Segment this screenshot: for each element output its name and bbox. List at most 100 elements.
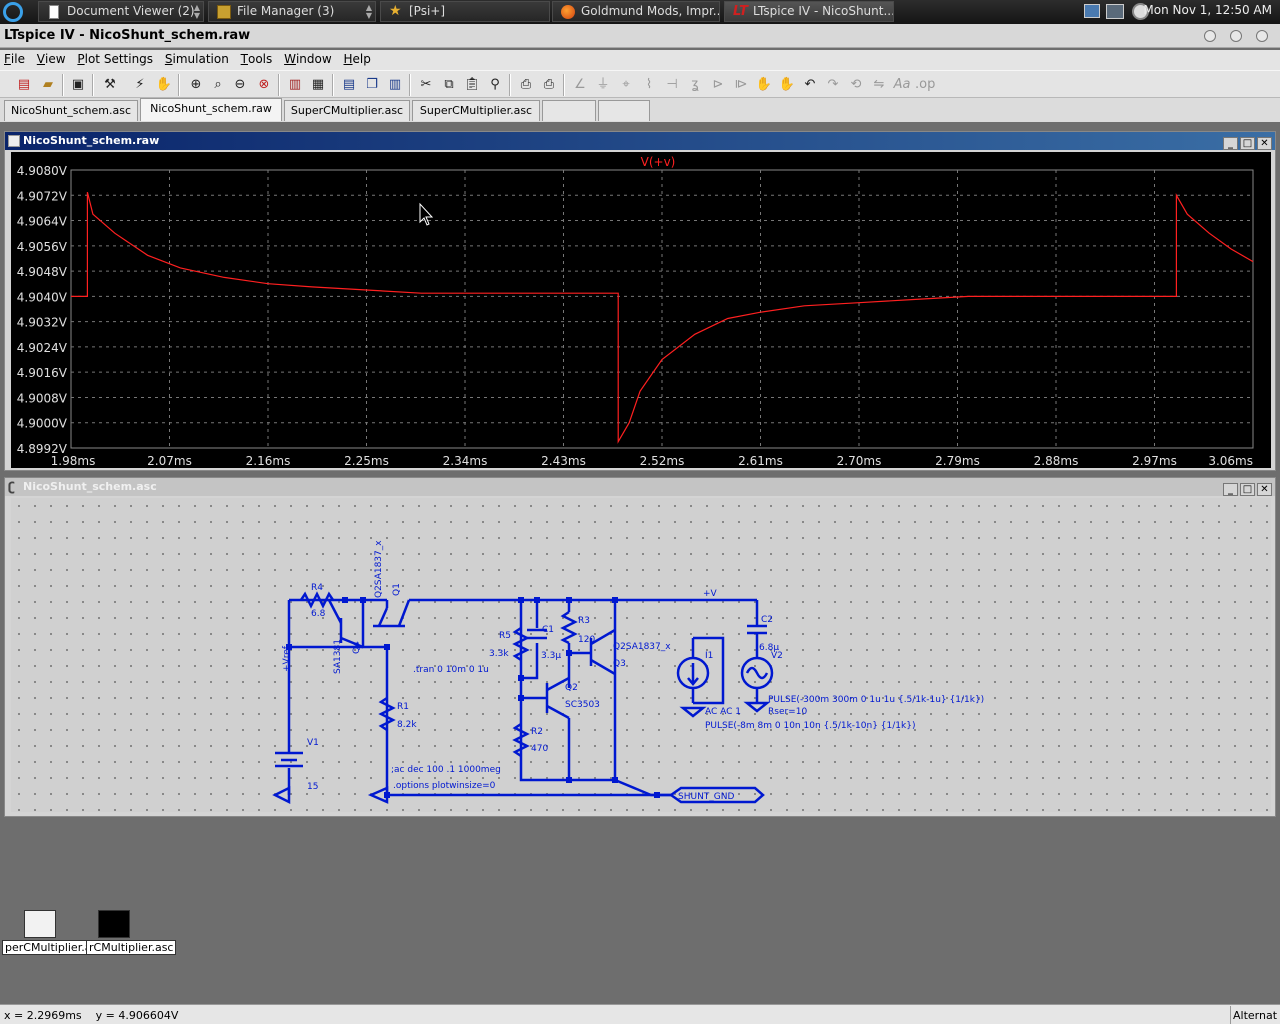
rotate-icon[interactable]: ⟲	[850, 77, 862, 92]
clock-icon[interactable]	[1132, 3, 1149, 20]
tile-horizontal-icon[interactable]: ▤	[342, 77, 356, 92]
component-icon[interactable]: ⧐	[734, 77, 748, 92]
paste-icon[interactable]: 📋︎	[463, 77, 481, 92]
pan-icon[interactable]: ⌕	[214, 77, 222, 92]
waveform-window-titlebar[interactable]: NicoShunt_schem.raw _□✕	[5, 132, 1275, 150]
directive-options[interactable]: .options plotwinsize=0	[393, 781, 496, 791]
tab-empty-2[interactable]	[598, 100, 650, 121]
directive-tran[interactable]: .tran 0 10m 0 1u	[413, 665, 489, 675]
firefox-icon	[561, 5, 575, 19]
label-r2: R2	[531, 727, 543, 737]
label-r4-value: 6.8	[311, 609, 326, 619]
spice-directive-icon[interactable]: .op	[915, 77, 936, 92]
taskbar-psi[interactable]: ★ [Psi+]	[380, 1, 550, 22]
taskbar-ltspice[interactable]: LT LTspice IV - NicoShunt...	[724, 1, 894, 22]
x-tick-label: 2.25ms	[344, 454, 389, 468]
y-tick-label: 4.9024V	[17, 341, 68, 355]
clock[interactable]: Mon Nov 1, 12:50 AM	[1143, 3, 1272, 17]
screen-icon[interactable]	[1084, 4, 1100, 18]
maximize-app-button[interactable]	[1230, 30, 1242, 42]
schematic-canvas[interactable]: R4 6.8 Q2SA1837_x Q1 +Vref SA1381 Q4 R1 …	[11, 498, 1271, 812]
spinner-icon: ▲▼	[365, 3, 372, 20]
ground-icon[interactable]: ⏚	[596, 77, 610, 92]
find-icon[interactable]: ⚲	[490, 77, 500, 92]
save-icon[interactable]: ▣	[71, 77, 85, 92]
redo-icon[interactable]: ↷	[827, 77, 839, 92]
mirror-icon[interactable]: ⇋	[873, 77, 885, 92]
taskbar-firefox[interactable]: Goldmund Mods, Impr...	[552, 1, 720, 22]
window-minimize-button[interactable]: _	[1223, 483, 1238, 496]
network-icon[interactable]	[1106, 4, 1124, 19]
move-icon[interactable]: ✋	[755, 77, 773, 92]
window-close-button[interactable]: ✕	[1257, 483, 1272, 496]
schematic-window-titlebar[interactable]: ʗ NicoShunt_schem.asc _□✕	[5, 478, 1275, 496]
undo-icon[interactable]: ↶	[804, 77, 816, 92]
run-icon[interactable]: ⚡	[135, 77, 145, 92]
capacitor-icon[interactable]: ⊣	[666, 77, 678, 92]
tab-nicoshunt-raw[interactable]: NicoShunt_schem.raw	[140, 98, 282, 121]
taskbar-document-viewer[interactable]: Document Viewer (2) ▲▼	[38, 1, 204, 22]
label-r1: R1	[397, 702, 409, 712]
open-icon[interactable]: ▰	[43, 77, 53, 92]
wire-icon[interactable]: ∠	[574, 77, 586, 92]
cut-icon[interactable]: ✂	[420, 77, 432, 92]
menu-file[interactable]: File	[4, 52, 25, 66]
menu-tools[interactable]: Tools	[240, 52, 273, 66]
drag-icon[interactable]: ✋	[778, 77, 796, 92]
menu-plot-settings[interactable]: Plot Settings	[77, 52, 154, 66]
y-tick-label: 4.9064V	[17, 215, 68, 229]
zoom-fit-icon[interactable]: ⊗	[258, 77, 270, 92]
label-r4: R4	[311, 583, 323, 593]
menu-help[interactable]: Help	[343, 52, 371, 66]
print-setup-icon[interactable]: ⎙	[520, 77, 532, 92]
window-close-button[interactable]: ✕	[1257, 137, 1272, 150]
cascade-icon[interactable]: ❐	[366, 77, 378, 92]
label-icon[interactable]: ⌖	[622, 77, 630, 92]
label-c1-value: 3.3μ	[541, 651, 561, 661]
control-panel-icon[interactable]: ⚒	[104, 77, 116, 92]
x-tick-label: 2.34ms	[443, 454, 488, 468]
tab-nicoshunt-asc[interactable]: NicoShunt_schem.asc	[4, 100, 138, 121]
resistor-icon[interactable]: ⌇	[645, 77, 653, 92]
directive-ac[interactable]: ;ac dec 100 .1 1000meg	[391, 765, 501, 775]
label-rser: Rser=10	[768, 707, 807, 717]
window-minimize-button[interactable]: _	[1223, 137, 1238, 150]
trace-v-plus-v[interactable]	[71, 191, 1254, 444]
window-maximize-button[interactable]: □	[1240, 483, 1255, 496]
menu-window[interactable]: Window	[284, 52, 332, 66]
text-icon[interactable]: Aa	[893, 77, 911, 92]
minimize-app-button[interactable]	[1204, 30, 1216, 42]
trace-label[interactable]: V(+v)	[641, 155, 676, 169]
tab-empty-1[interactable]	[542, 100, 596, 121]
diode-icon[interactable]: ⊳	[712, 77, 724, 92]
ltspice-icon: LT	[733, 4, 748, 19]
star-icon: ★	[389, 3, 402, 19]
new-schematic-icon[interactable]: ▤	[17, 77, 31, 92]
x-tick-label: 3.06ms	[1208, 454, 1253, 468]
x-tick-label: 2.07ms	[147, 454, 192, 468]
tab-supercmultiplier-asc-2[interactable]: SuperCMultiplier.asc	[412, 100, 540, 121]
y-tick-label: 4.8992V	[17, 442, 68, 456]
app-menu-icon[interactable]	[3, 2, 23, 22]
copy-icon[interactable]: ⧉	[444, 77, 454, 92]
label-r5-value: 3.3k	[489, 649, 509, 659]
window-maximize-button[interactable]: □	[1240, 137, 1255, 150]
menu-simulation[interactable]: Simulation	[164, 52, 229, 66]
y-tick-label: 4.9056V	[17, 240, 68, 254]
voltage-source-v2	[740, 656, 774, 690]
halt-icon[interactable]: ✋	[155, 77, 173, 92]
waveform-plot[interactable]: V(+v) 4.9080V4.9072V4.9064V4.9056V4.9048…	[11, 152, 1271, 468]
taskbar-file-manager[interactable]: File Manager (3) ▲▼	[208, 1, 376, 22]
autorange-icon[interactable]: ▥	[288, 77, 302, 92]
tab-supercmultiplier-asc-1[interactable]: SuperCMultiplier.asc	[284, 100, 410, 121]
inductor-icon[interactable]: ʓ	[691, 77, 699, 92]
zoom-out-icon[interactable]: ⊖	[234, 77, 246, 92]
zoom-in-icon[interactable]: ⊕	[190, 77, 202, 92]
print-icon[interactable]: ⎙	[543, 77, 555, 92]
tile-vertical-icon[interactable]: ▥	[388, 77, 402, 92]
plot-settings-icon[interactable]: ▦	[311, 77, 325, 92]
menu-view[interactable]: View	[36, 52, 66, 66]
status-right: Alternat	[1230, 1006, 1280, 1024]
close-app-button[interactable]	[1256, 30, 1268, 42]
